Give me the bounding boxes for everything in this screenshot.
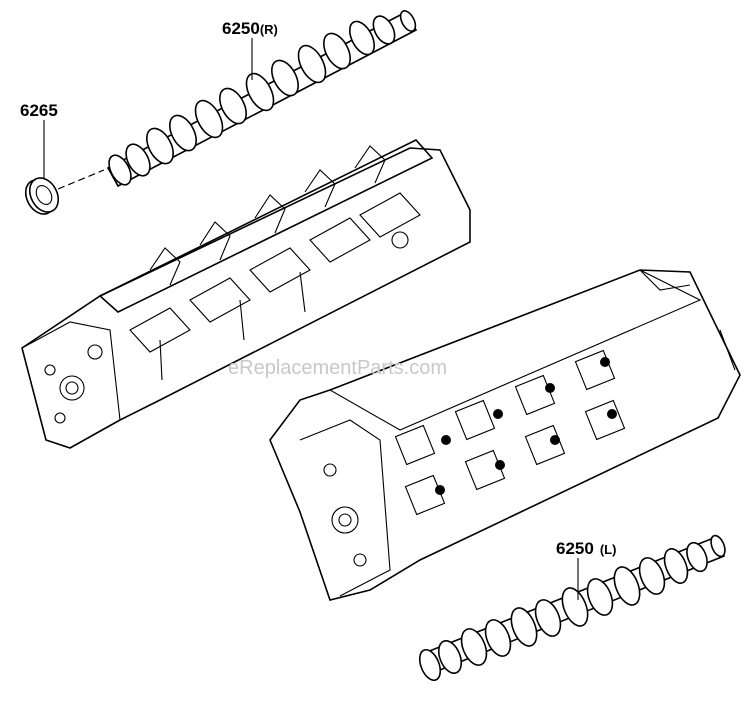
watermark-text: eReplacementParts.com [228,357,447,379]
label-seal-number: 6265 [20,101,58,120]
label-cam-r-number: 6250 [222,19,260,38]
label-cam-l-number: 6250 [556,539,594,558]
alignment-dash-line [57,169,105,190]
oil-seal[interactable] [20,173,64,219]
label-cam-r-suffix: (R) [260,22,278,37]
camshaft-right[interactable] [105,8,419,188]
camshaft-left[interactable] [416,534,728,684]
cylinder-head-lower[interactable] [269,269,741,601]
cylinder-head-upper[interactable] [21,139,471,449]
label-seal: 6265 [20,101,58,120]
label-cam-l-suffix: (L) [600,542,617,557]
label-cam-r: 6250(R) [222,19,278,38]
label-cam-l: 6250 (L) [556,539,616,558]
